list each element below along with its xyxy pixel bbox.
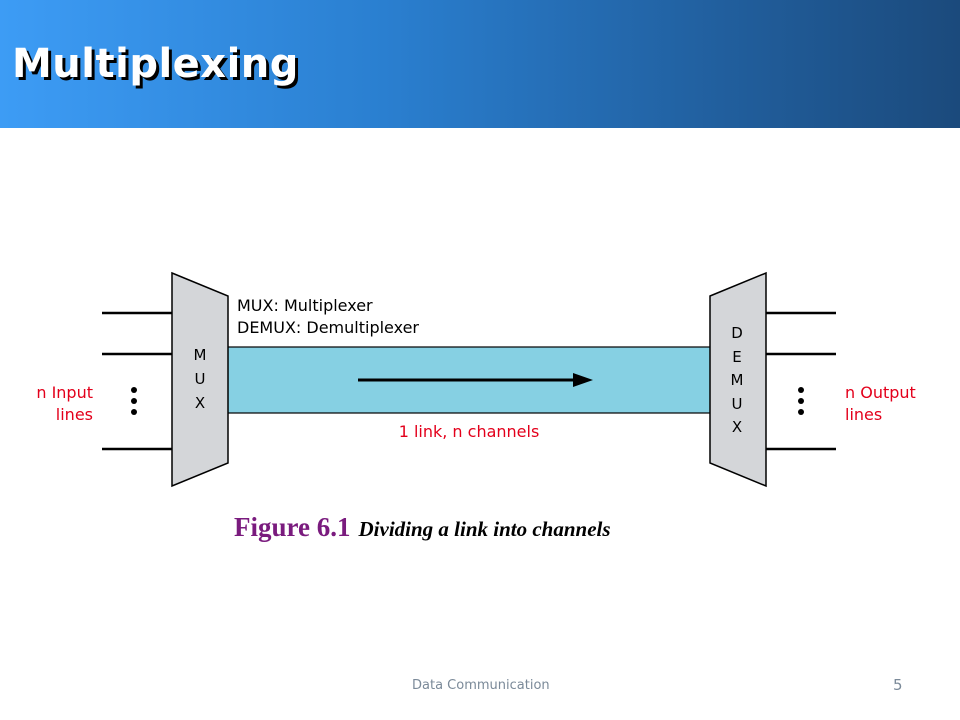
demux-block: [709, 271, 767, 488]
slide-header: Multiplexing: [0, 0, 960, 128]
page-number: 5: [893, 676, 903, 694]
mux-block: [171, 271, 229, 488]
link-arrow-head: [573, 373, 593, 387]
slide-title: Multiplexing: [12, 41, 299, 87]
slide-footer: Data Communication: [412, 678, 550, 693]
input-label: n Input lines: [36, 383, 93, 424]
demux-letter: D: [731, 324, 743, 342]
demux-letter: U: [732, 395, 743, 413]
link-label: 1 link, n channels: [399, 422, 540, 441]
figure-description: Dividing a link into channels: [358, 517, 611, 541]
mux-letter: X: [195, 394, 205, 412]
mux-letter: M: [194, 346, 207, 364]
output-label: n Output lines: [845, 383, 916, 424]
mux-label: M U X: [194, 346, 207, 412]
demux-letter: M: [731, 371, 744, 389]
output-label-line-1: n Output: [845, 383, 916, 402]
legend-mux: MUX: Multiplexer: [237, 296, 373, 315]
input-ellipsis: [131, 387, 137, 415]
figure-caption: Figure 6.1 Dividing a link into channels: [234, 512, 611, 543]
link-band: [225, 346, 713, 414]
demux-letter: E: [732, 348, 741, 366]
input-lines: [102, 311, 172, 451]
input-label-line-1: n Input: [36, 383, 93, 402]
legend-demux: DEMUX: Demultiplexer: [237, 318, 419, 337]
figure-number: Figure 6.1: [234, 512, 351, 542]
output-lines: [766, 311, 836, 451]
output-ellipsis: [798, 387, 804, 415]
output-label-line-2: lines: [845, 405, 882, 424]
mux-letter: U: [195, 370, 206, 388]
demux-label: D E M U X: [731, 324, 744, 436]
demux-letter: X: [732, 418, 742, 436]
input-label-line-2: lines: [56, 405, 93, 424]
